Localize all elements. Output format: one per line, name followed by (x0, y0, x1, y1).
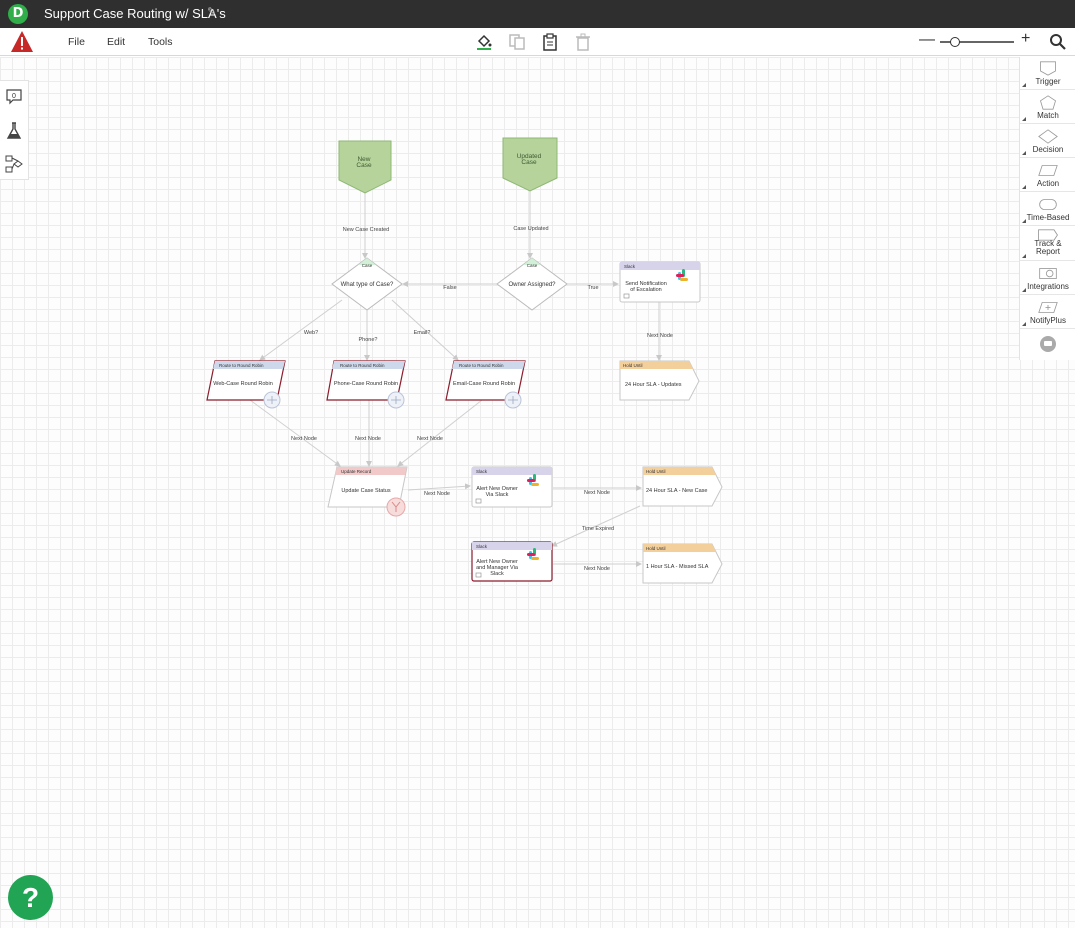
palette-corner-icon (1022, 117, 1026, 121)
left-toolbar: 0 (0, 80, 29, 180)
palette-label: Action (1036, 179, 1060, 188)
integrations-shape-icon (1039, 268, 1057, 279)
match-pentagon-icon (1040, 95, 1056, 110)
palette-label: Match (1037, 111, 1059, 120)
palette-label: Integrations (1027, 282, 1069, 291)
palette-corner-icon (1022, 254, 1026, 258)
menu-bar: File Edit Tools — + (0, 28, 1075, 56)
test-flask-button[interactable] (4, 121, 24, 141)
palette-corner-icon (1022, 83, 1026, 87)
palette-label: Report (1035, 247, 1060, 256)
help-button[interactable]: ? (8, 875, 53, 920)
trash-icon[interactable] (574, 33, 592, 51)
title-bar: D Support Case Routing w/ SLA's ✎ (0, 0, 1075, 28)
palette-corner-icon (1022, 151, 1026, 155)
palette-label: NotifyPlus (1029, 316, 1066, 325)
menu-file[interactable]: File (68, 36, 85, 48)
notifyplus-shape-icon (1038, 302, 1058, 313)
node-palette: Trigger Match Decision Action Time-Based… (1019, 57, 1075, 360)
palette-time-based[interactable]: Time-Based (1020, 193, 1075, 226)
palette-corner-icon (1022, 322, 1026, 326)
palette-corner-icon (1022, 185, 1026, 189)
palette-decision[interactable]: Decision (1020, 125, 1075, 158)
palette-chat[interactable] (1020, 330, 1075, 360)
clipboard-icon[interactable] (541, 33, 559, 51)
zoom-in-button[interactable]: + (1021, 30, 1031, 47)
comment-bubble-icon: 0 (6, 89, 22, 105)
palette-trigger[interactable]: Trigger (1020, 57, 1075, 90)
flow-outline-button[interactable] (4, 154, 24, 174)
flow-diagram-icon (5, 155, 23, 173)
paint-bucket-icon[interactable] (475, 33, 493, 51)
copy-icon[interactable] (508, 33, 526, 51)
action-parallelogram-icon (1038, 165, 1058, 176)
edit-title-pencil-icon[interactable]: ✎ (207, 6, 217, 18)
menu-tools[interactable]: Tools (148, 36, 173, 48)
app-logo-icon[interactable]: D (8, 4, 28, 24)
menu-edit[interactable]: Edit (107, 36, 126, 48)
palette-match[interactable]: Match (1020, 91, 1075, 124)
time-based-shape-icon (1039, 199, 1057, 210)
zoom-slider-handle[interactable] (950, 37, 960, 47)
palette-label: Decision (1032, 145, 1064, 154)
warning-triangle-icon (11, 31, 33, 52)
palette-corner-icon (1022, 219, 1026, 223)
flow-title[interactable]: Support Case Routing w/ SLA's (44, 6, 226, 21)
warning-alert-button[interactable] (0, 28, 44, 56)
palette-track-report[interactable]: Track & Report (1020, 227, 1075, 261)
palette-label: Trigger (1035, 77, 1061, 86)
flow-canvas[interactable] (0, 57, 1075, 928)
trigger-shape-icon (1040, 61, 1056, 76)
comment-count: 0 (12, 93, 16, 100)
track-report-shape-icon (1038, 229, 1058, 241)
palette-integrations[interactable]: Integrations (1020, 262, 1075, 295)
flask-icon (6, 122, 22, 139)
palette-action[interactable]: Action (1020, 159, 1075, 192)
palette-label: Time-Based (1026, 213, 1070, 222)
comments-button[interactable]: 0 (4, 87, 24, 107)
search-icon[interactable] (1049, 33, 1067, 51)
chat-icon (1040, 336, 1056, 352)
zoom-out-button[interactable]: — (919, 31, 935, 48)
palette-notifyplus[interactable]: NotifyPlus (1020, 296, 1075, 329)
palette-label: Track & (1034, 239, 1062, 248)
decision-diamond-icon (1038, 129, 1058, 144)
zoom-slider-track[interactable] (940, 41, 1014, 43)
palette-corner-icon (1022, 288, 1026, 292)
